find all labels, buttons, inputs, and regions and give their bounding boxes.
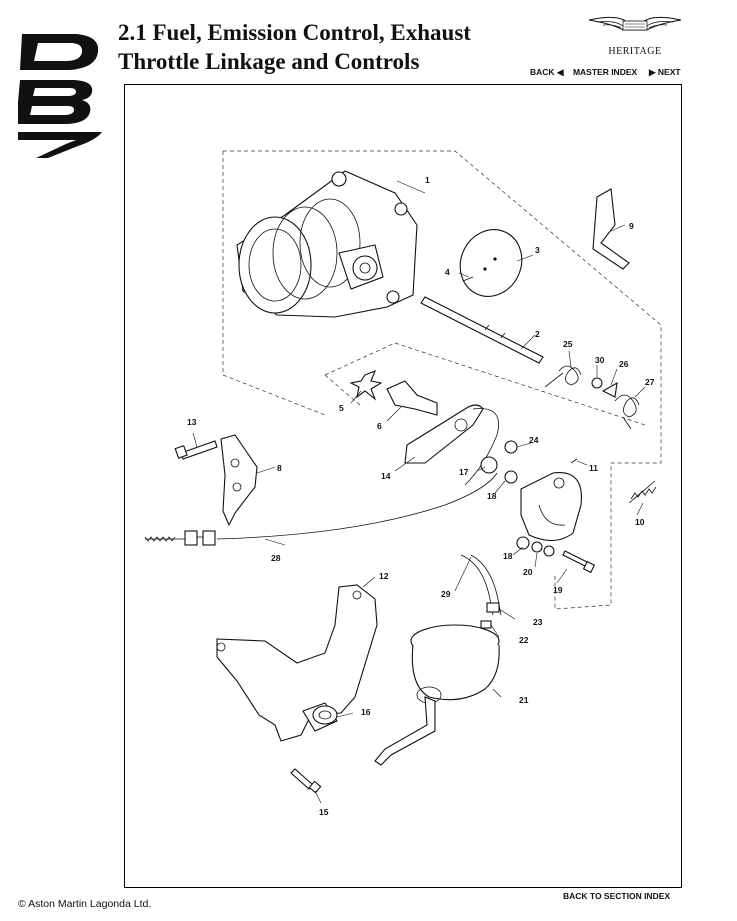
washer-30-part (591, 377, 603, 389)
callout-18-lower: 18 (503, 551, 513, 561)
callout-20: 20 (523, 567, 533, 577)
callout-22: 22 (519, 635, 529, 645)
bracket-part (592, 188, 630, 270)
callout-15: 15 (319, 807, 329, 817)
callout-17: 17 (459, 467, 469, 477)
callout-14: 14 (381, 471, 391, 481)
washer-22-part (480, 620, 492, 629)
callout-26: 26 (619, 359, 629, 369)
title-line-2: Throttle Linkage and Controls (118, 49, 420, 74)
callout-11: 11 (589, 463, 598, 473)
page-title: 2.1 Fuel, Emission Control, Exhaust Thro… (118, 18, 471, 76)
bolt-15-part (290, 768, 314, 790)
heritage-label: HERITAGE (608, 46, 662, 57)
callout-23: 23 (533, 617, 543, 627)
pin-11-part (570, 458, 578, 464)
aston-martin-wings-logo (585, 10, 685, 44)
bolt-13-part (180, 440, 218, 460)
callout-29: 29 (441, 589, 451, 599)
return-spring-part (544, 365, 582, 388)
back-to-section-index-link[interactable]: BACK TO SECTION INDEX (563, 891, 671, 901)
spring-27-part (614, 394, 640, 430)
master-index-link[interactable]: MASTER INDEX (572, 67, 638, 77)
callout-24: 24 (529, 435, 539, 445)
spindle-nut-part (386, 380, 438, 416)
washer-18-upper-part (504, 470, 518, 484)
callout-25: 25 (563, 339, 573, 349)
cam-plate-part (520, 472, 582, 542)
callout-6: 6 (377, 421, 382, 431)
top-nav: BACK ◀ MASTER INDEX ▶ NEXT (530, 67, 681, 78)
spring-10-part (628, 480, 657, 504)
back-label: BACK (530, 67, 555, 77)
washer-20b-part (543, 545, 555, 557)
callout-2: 2 (535, 329, 540, 339)
callout-28: 28 (271, 553, 281, 563)
mounting-bracket-part (216, 584, 378, 742)
washer-20a-part (531, 541, 543, 553)
callout-16: 16 (361, 707, 371, 717)
callout-30: 30 (595, 355, 605, 365)
throttle-spindle-part (420, 296, 544, 364)
vacuum-actuator-part (374, 624, 500, 766)
callout-4: 4 (445, 267, 450, 277)
next-label: NEXT (657, 67, 681, 77)
star-washer-part (349, 370, 383, 401)
callout-12: 12 (379, 571, 389, 581)
stud-17-part (480, 456, 498, 474)
screw-19-part (562, 550, 590, 568)
washer-24-part (504, 440, 518, 454)
triangle-right-icon: ▶ (648, 67, 656, 77)
next-link[interactable]: ▶ NEXT (649, 67, 681, 77)
exploded-diagram: 1 2 3 4 5 6 8 9 10 11 12 13 14 15 16 17 … (144, 150, 662, 817)
callout-5: 5 (339, 403, 344, 413)
throttle-plate-part (459, 229, 523, 297)
db7-logo (18, 34, 102, 158)
callout-13: 13 (187, 417, 197, 427)
title-line-1: 2.1 Fuel, Emission Control, Exhaust (118, 20, 471, 45)
callout-9: 9 (629, 221, 634, 231)
copyright-notice: © Aston Martin Lagonda Ltd. (18, 898, 152, 910)
callout-27: 27 (645, 377, 655, 387)
back-link[interactable]: BACK ◀ (530, 67, 563, 77)
callout-18-upper: 18 (487, 491, 497, 501)
callout-8: 8 (277, 463, 282, 473)
callout-1: 1 (425, 175, 430, 185)
washer-18-lower-part (516, 536, 530, 550)
cable-bracket-part (220, 434, 258, 527)
triangle-left-icon: ◀ (556, 67, 564, 77)
callout-19: 19 (553, 585, 563, 595)
callout-10: 10 (635, 517, 645, 527)
nut-23-part (486, 602, 500, 613)
throttle-body-part (236, 170, 418, 318)
diagram-frame: 1 2 3 4 5 6 8 9 10 11 12 13 14 15 16 17 … (124, 84, 682, 888)
throttle-lever-part (404, 404, 484, 464)
callout-3: 3 (535, 245, 540, 255)
callout-21: 21 (519, 695, 529, 705)
clip-26-part (601, 381, 618, 398)
